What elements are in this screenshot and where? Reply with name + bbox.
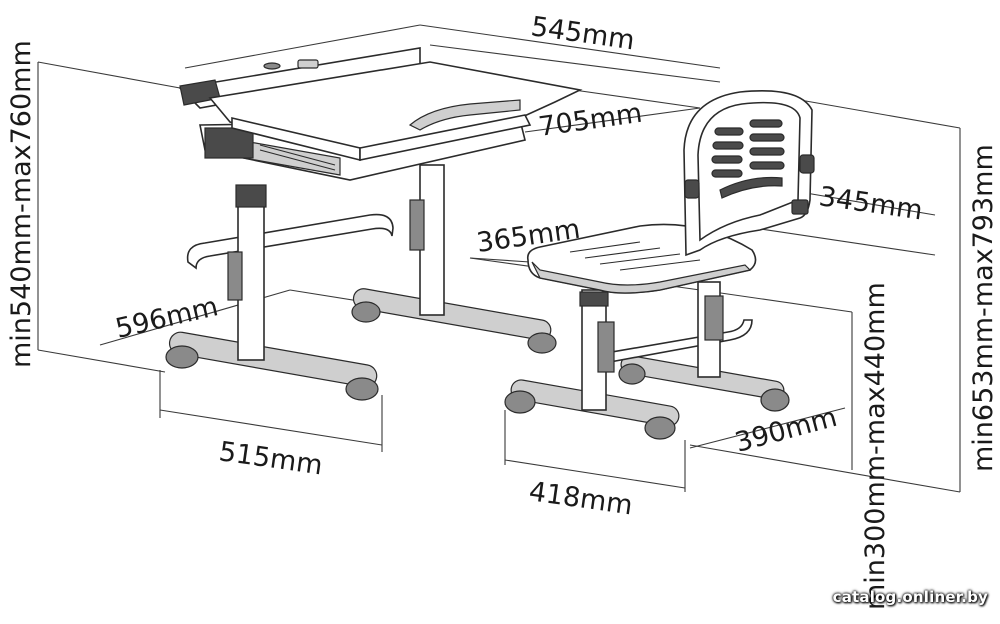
label-chair-base-depth: 390mm [732,402,841,459]
chair [504,90,815,440]
label-desk-depth: 705mm [537,98,644,143]
label-chair-total-height: min653mm-max793mm [968,144,999,472]
backrest-slots [711,119,785,199]
label-desk-width: 545mm [529,11,636,56]
desk [165,47,583,401]
chair-legs [579,281,724,411]
desk-front-foot [165,331,379,401]
label-seat-height: min300mm-max440mm [860,282,891,610]
watermark-text: catalog.onliner.by [832,588,988,606]
label-backrest-width: 345mm [817,181,924,226]
label-chair-base-width: 418mm [527,476,634,521]
desk-legs [227,164,445,361]
label-desk-height: min540mm-max760mm [6,40,37,368]
label-desk-base-width: 515mm [217,436,324,481]
desk-back-foot [351,288,557,354]
desk-top [178,47,583,162]
chair-backrest [683,90,815,257]
